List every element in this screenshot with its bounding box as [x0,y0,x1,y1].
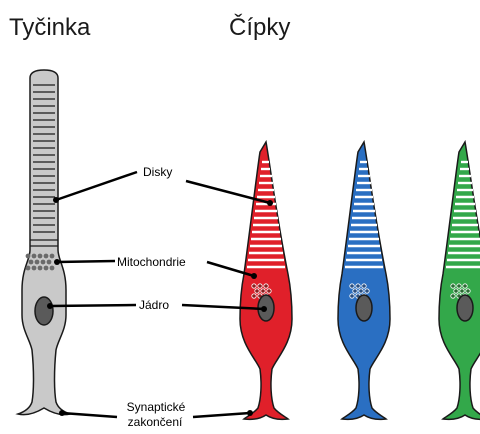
label-mitochondria: Mitochondrie [117,255,186,269]
rod-cell [18,70,70,415]
cone-cell-blue [338,142,390,419]
cone-cell-red [240,142,292,419]
rod-nucleus [35,297,53,325]
label-synaptic-line2: zakončení [128,415,183,429]
rod-body [18,70,70,415]
label-nucleus: Jádro [139,298,169,312]
cone-cell-green [439,142,480,419]
leader-lines [47,172,273,417]
label-synaptic-line1: Synaptické [127,400,186,414]
label-discs: Disky [143,165,172,179]
